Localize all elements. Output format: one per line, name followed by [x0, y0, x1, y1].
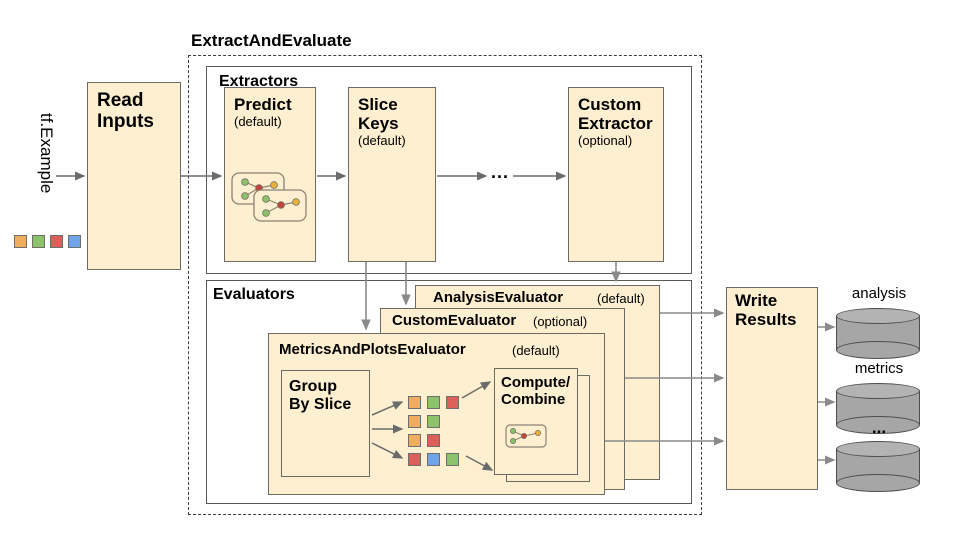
- extractor-slice-keys-qualifier: (default): [358, 133, 406, 148]
- write-results-label: Write Results: [735, 291, 797, 330]
- slice-swatch: [427, 453, 440, 466]
- slice-swatch: [408, 415, 421, 428]
- extractors-ellipsis: ...: [491, 162, 510, 182]
- cylinder-bottom: [836, 474, 920, 492]
- slice-swatch: [427, 415, 440, 428]
- slice-swatch: [446, 396, 459, 409]
- write-results-box[interactable]: [726, 287, 818, 490]
- slice-swatch: [408, 396, 421, 409]
- slice-swatch: [427, 434, 440, 447]
- slice-swatch: [427, 396, 440, 409]
- read-inputs-box[interactable]: [87, 82, 181, 270]
- output-analysis-cylinder[interactable]: [836, 308, 920, 359]
- evaluator-analysis-qualifier: (default): [597, 291, 645, 306]
- cylinder-bottom: [836, 416, 920, 434]
- cylinder-bottom: [836, 341, 920, 359]
- output-more-cylinder[interactable]: [836, 441, 920, 492]
- evaluator-metrics-plots-qualifier: (default): [512, 343, 560, 358]
- evaluator-custom-qualifier: (optional): [533, 314, 588, 329]
- input-swatch: [50, 235, 63, 248]
- extractor-slice-keys-box[interactable]: [348, 87, 436, 262]
- evaluator-analysis-label: AnalysisEvaluator: [433, 289, 564, 306]
- input-swatch: [14, 235, 27, 248]
- evaluator-metrics-plots-label: MetricsAndPlotsEvaluator: [279, 341, 466, 358]
- output-metrics-cylinder[interactable]: [836, 383, 920, 434]
- evaluators-header: Evaluators: [213, 286, 295, 303]
- cylinder-top: [836, 308, 920, 324]
- input-swatch: [32, 235, 45, 248]
- slice-swatch: [408, 434, 421, 447]
- extractor-predict-label: Predict: [234, 95, 292, 114]
- compute-combine-label: Compute/ Combine: [501, 374, 571, 408]
- extractor-custom-label: Custom Extractor: [578, 95, 653, 134]
- compute-combine-box[interactable]: [494, 368, 578, 475]
- cylinder-top: [836, 441, 920, 457]
- read-inputs-label: Read Inputs: [97, 90, 154, 133]
- input-label: tf.Example: [37, 113, 56, 194]
- extract-and-evaluate-container: [188, 55, 702, 515]
- group-by-slice-box[interactable]: [281, 370, 370, 477]
- evaluator-custom-label: CustomEvaluator: [392, 312, 517, 329]
- group-by-slice-label: Group By Slice: [289, 378, 352, 413]
- extractor-slice-keys-label: Slice Keys: [358, 95, 399, 134]
- extractor-predict-qualifier: (default): [234, 114, 282, 129]
- output-more-label: ...: [871, 418, 887, 437]
- input-swatch: [68, 235, 81, 248]
- extractor-custom-qualifier: (optional): [578, 133, 633, 148]
- extractors-header: Extractors: [219, 73, 299, 90]
- extract-and-evaluate-title: ExtractAndEvaluate: [191, 31, 352, 50]
- extractor-custom-box[interactable]: [568, 87, 664, 262]
- slice-swatch: [446, 453, 459, 466]
- output-metrics-label: metrics: [854, 360, 904, 377]
- output-analysis-label: analysis: [851, 285, 907, 302]
- slice-swatch: [408, 453, 421, 466]
- cylinder-top: [836, 383, 920, 399]
